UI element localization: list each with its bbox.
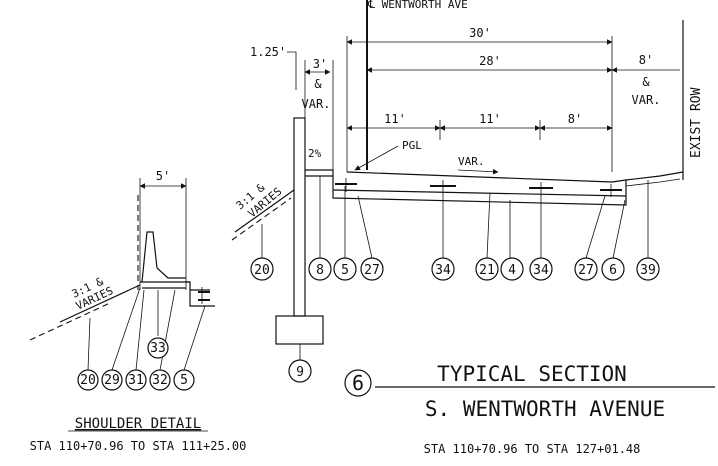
- callout-circle-39: [636, 257, 660, 281]
- shoulder-detail: 5' 3:1 & VARIES 33 20 29: [30, 169, 247, 453]
- callout-circle-9: [288, 359, 312, 383]
- callout-circle-5: [333, 257, 357, 281]
- callout-circle-5-shoulder: [173, 369, 195, 391]
- left-slope: [234, 189, 295, 233]
- callout-21: 21: [479, 263, 495, 278]
- callout-circle-20: [250, 257, 274, 281]
- dim-amp-right: &: [642, 75, 650, 89]
- section-title: TYPICAL SECTION: [437, 362, 627, 386]
- callout-circle-4: [500, 257, 524, 281]
- exist-row-label: EXIST ROW: [689, 87, 704, 158]
- leader-27b: [585, 195, 606, 259]
- dim-3-label: 3': [313, 57, 327, 71]
- shoulder-slope: [59, 284, 141, 323]
- callout-circle-6: [601, 257, 625, 281]
- leader-29: [111, 287, 141, 371]
- dim-8-right-label: 8': [639, 53, 653, 67]
- callout-circle-34b: [529, 257, 553, 281]
- section-subtitle: S. WENTWORTH AVENUE: [425, 397, 665, 421]
- leader-5-shoulder: [183, 305, 206, 371]
- leader-20-shoulder: [87, 317, 91, 371]
- callout-9: 9: [296, 365, 304, 380]
- shoulder-detail-title: SHOULDER DETAIL: [75, 416, 201, 432]
- callout-8: 8: [316, 263, 324, 278]
- var-arrow: [457, 168, 499, 175]
- right-grading-sub: [625, 178, 681, 187]
- retaining-wall: [293, 117, 306, 317]
- callout-5: 5: [341, 263, 349, 278]
- pavement-layer-line: [332, 189, 627, 197]
- dim-var-left: VAR.: [302, 97, 331, 111]
- callout-circle-27b: [574, 257, 598, 281]
- left-slope-dashed: [231, 197, 292, 241]
- main-section: ℄ WENTWORTH AVE 30' 28' 8' & VAR. EXIST …: [231, 0, 715, 456]
- callout-circle-32: [149, 369, 171, 391]
- callout-20: 20: [254, 263, 270, 278]
- shoulder-slope-dashed: [29, 302, 111, 341]
- callout-31: 31: [128, 373, 144, 388]
- callout-39: 39: [640, 263, 656, 278]
- leader-32: [159, 289, 176, 371]
- callout-circle-31: [125, 369, 147, 391]
- callout-circle-8: [308, 257, 332, 281]
- shoulder-station-range: STA 110+70.96 TO STA 111+25.00: [30, 439, 247, 453]
- dim-8-lane-label: 8': [568, 112, 582, 126]
- dim-var-right: VAR.: [632, 93, 661, 107]
- leader-21: [486, 192, 491, 259]
- right-grading: [625, 171, 684, 181]
- dim-11b-label: 11': [479, 112, 501, 126]
- shoulder-pavement-edge: [186, 281, 215, 307]
- callout-32: 32: [152, 373, 168, 388]
- section-number-circle: [344, 369, 372, 397]
- callout-33: 33: [150, 341, 166, 356]
- callout-4: 4: [508, 263, 516, 278]
- leader-6: [612, 199, 626, 259]
- callout-circle-21: [475, 257, 499, 281]
- leader-31: [135, 289, 145, 371]
- dim-28-label: 28': [479, 54, 501, 68]
- callout-circle-29: [101, 369, 123, 391]
- shoulder-callouts: 33 20 29 31 32 5: [77, 337, 195, 391]
- wall-footing: [275, 315, 324, 345]
- dim-amp-left: &: [314, 77, 322, 91]
- callout-circle-34a: [431, 257, 455, 281]
- pgl-label: PGL: [402, 139, 422, 152]
- pgl-leader: [354, 145, 399, 171]
- main-callouts: 20 8 5 27 34 21 4 34 27 6 39 9: [250, 257, 660, 383]
- dim-30-label: 30': [469, 26, 491, 40]
- callout-circle-20-shoulder: [77, 369, 99, 391]
- var-arrow-label: VAR.: [458, 155, 485, 168]
- callout-34b: 34: [533, 263, 549, 278]
- section-number: 6: [352, 371, 364, 395]
- pavement-section: [305, 169, 627, 206]
- shoulder-dim-5ft-label: 5': [156, 169, 170, 183]
- callout-29: 29: [104, 373, 120, 388]
- dim-125-leader: [287, 51, 297, 90]
- callout-circle-27a: [360, 257, 384, 281]
- shoulder-barrier: [141, 231, 186, 283]
- callout-34a: 34: [435, 263, 451, 278]
- callout-27a: 27: [364, 263, 380, 278]
- callout-20-shoulder: 20: [80, 373, 96, 388]
- callout-5-shoulder: 5: [180, 373, 188, 388]
- dim-125-label: 1.25': [250, 45, 286, 59]
- leader-27a: [357, 195, 373, 259]
- callout-27b: 27: [578, 263, 594, 278]
- section-station-range: STA 110+70.96 TO STA 127+01.48: [424, 442, 641, 456]
- callout-6: 6: [609, 263, 617, 278]
- slope-pct-label: 2%: [308, 147, 322, 160]
- callout-circle-33: [147, 337, 169, 359]
- centerline-label: ℄ WENTWORTH AVE: [367, 0, 468, 11]
- dim-11a-label: 11': [384, 112, 406, 126]
